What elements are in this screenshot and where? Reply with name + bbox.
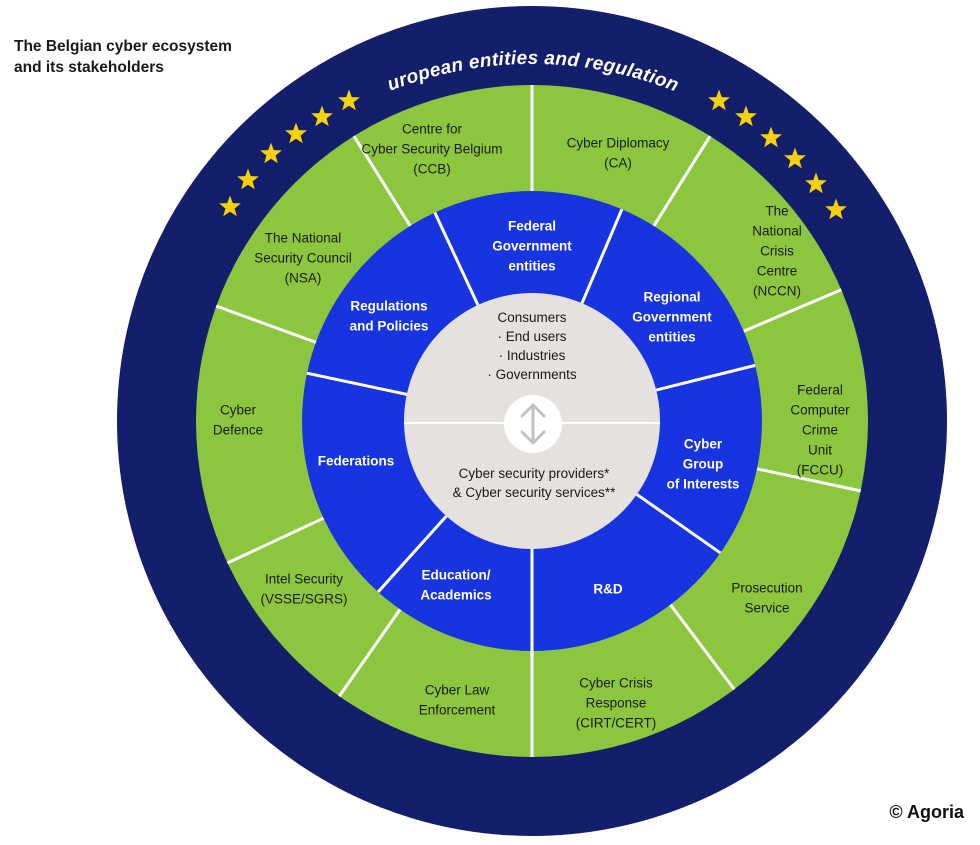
- outer-segment-label: Computer: [790, 403, 850, 418]
- outer-segment-label: Service: [744, 601, 789, 616]
- outer-divider: [215, 304, 317, 344]
- outer-segment-label: Centre: [757, 264, 798, 279]
- outer-divider: [669, 603, 736, 691]
- outer-segment-label: Cyber Diplomacy: [567, 136, 670, 151]
- outer-segment-label: Response: [586, 696, 647, 711]
- star-icon: [760, 126, 782, 148]
- center-labels: Consumers · End users · Industries · Govern…: [453, 310, 617, 500]
- outer-segment-label: The National: [265, 231, 342, 246]
- outer-segment-label: Cyber: [220, 403, 257, 418]
- outer-segment-label: National: [752, 224, 802, 239]
- star-icon: [311, 105, 333, 127]
- outer-segment-label: Defence: [213, 423, 263, 438]
- inner-segment-label: Education/: [421, 568, 490, 583]
- inner-divider: [655, 363, 756, 392]
- star-icon: [784, 147, 806, 169]
- outer-segment-label: (NCCN): [753, 284, 801, 299]
- title-line-1: The Belgian cyber ecosystem: [14, 38, 232, 55]
- outer-divider: [338, 608, 402, 698]
- outer-segment-label: (VSSE/SGRS): [260, 592, 347, 607]
- outer-segment-label: Prosecution: [731, 581, 802, 596]
- outer-divider: [352, 135, 412, 227]
- inner-segment-label: Federal: [508, 219, 556, 234]
- inner-segment-label: entities: [508, 259, 555, 274]
- outer-segment-label: Centre for: [402, 122, 463, 137]
- inner-segment-label: Regional: [643, 290, 700, 305]
- outer-segment-label: The: [765, 204, 788, 219]
- outer-dividers: [215, 85, 861, 757]
- outer-segment-label: Intel Security: [265, 572, 343, 587]
- outer-segment-label: (CIRT/CERT): [576, 716, 657, 731]
- inner-segment-label: Cyber: [684, 437, 723, 452]
- outer-segment-label: Enforcement: [419, 703, 496, 718]
- inner-dividers: [306, 208, 756, 651]
- outer-divider: [652, 135, 712, 227]
- outer-segment-label: Cyber Law: [425, 683, 490, 698]
- title-line-2: and its stakeholders: [14, 59, 164, 76]
- inner-segment-label: of Interests: [667, 477, 740, 492]
- outer-divider: [756, 467, 861, 493]
- inner-divider: [306, 371, 408, 396]
- outer-segment-label: Unit: [808, 443, 832, 458]
- center-bottom-label: Cyber security providers*: [459, 466, 611, 481]
- outer-divider: [743, 288, 842, 333]
- star-groups: [219, 89, 847, 220]
- star-icon: [805, 172, 827, 194]
- star-icon: [708, 89, 730, 111]
- center-top-label: · Governments: [487, 367, 577, 382]
- star-icon: [285, 122, 307, 144]
- outer-segment-label: Cyber Security Belgium: [361, 142, 502, 157]
- star-icon: [338, 89, 360, 111]
- outer-segment-label: (NSA): [285, 271, 322, 286]
- outer-segment-label: (FCCU): [797, 463, 844, 478]
- outer-segment-label: Crime: [802, 423, 838, 438]
- star-icon: [237, 168, 259, 190]
- inner-divider: [635, 493, 722, 555]
- inner-segment-label: Federations: [318, 454, 395, 469]
- star-icon: [260, 142, 282, 164]
- inner-segment-label: entities: [648, 330, 695, 345]
- outer-divider: [226, 516, 325, 565]
- center-bottom-label: & Cyber security services**: [453, 485, 617, 500]
- star-icon: [825, 198, 847, 220]
- center-top-label: · Industries: [499, 348, 566, 363]
- inner-segment-label: R&D: [593, 582, 622, 597]
- copyright-label: © Agoria: [889, 802, 964, 822]
- star-icon: [735, 105, 757, 127]
- up-down-arrows-icon: [504, 395, 562, 453]
- outer-segment-label: Crisis: [760, 244, 794, 259]
- center-top-label: · End users: [497, 329, 566, 344]
- center-top-label: Consumers: [497, 310, 566, 325]
- inner-segment-label: Regulations: [350, 299, 427, 314]
- diagram-title: The Belgian cyber ecosystem and its stak…: [14, 36, 274, 78]
- inner-segment-label: Academics: [420, 588, 491, 603]
- inner-segment-label: Government: [632, 310, 712, 325]
- inner-segment-label: and Policies: [350, 319, 429, 334]
- outer-segment-label: Cyber Crisis: [579, 676, 653, 691]
- outer-segment-label: (CA): [604, 156, 632, 171]
- outer-segment-label: Security Council: [254, 251, 352, 266]
- inner-divider: [580, 208, 624, 304]
- inner-divider: [433, 211, 480, 306]
- inner-divider: [376, 515, 448, 593]
- outer-segment-label: (CCB): [413, 162, 451, 177]
- inner-segment-labels: FederalGovernmententitiesRegionalGovernm…: [318, 219, 740, 603]
- inner-segment-label: Government: [492, 239, 572, 254]
- star-icon: [219, 195, 241, 217]
- outer-segment-label: Federal: [797, 383, 843, 398]
- inner-segment-label: Group: [683, 457, 724, 472]
